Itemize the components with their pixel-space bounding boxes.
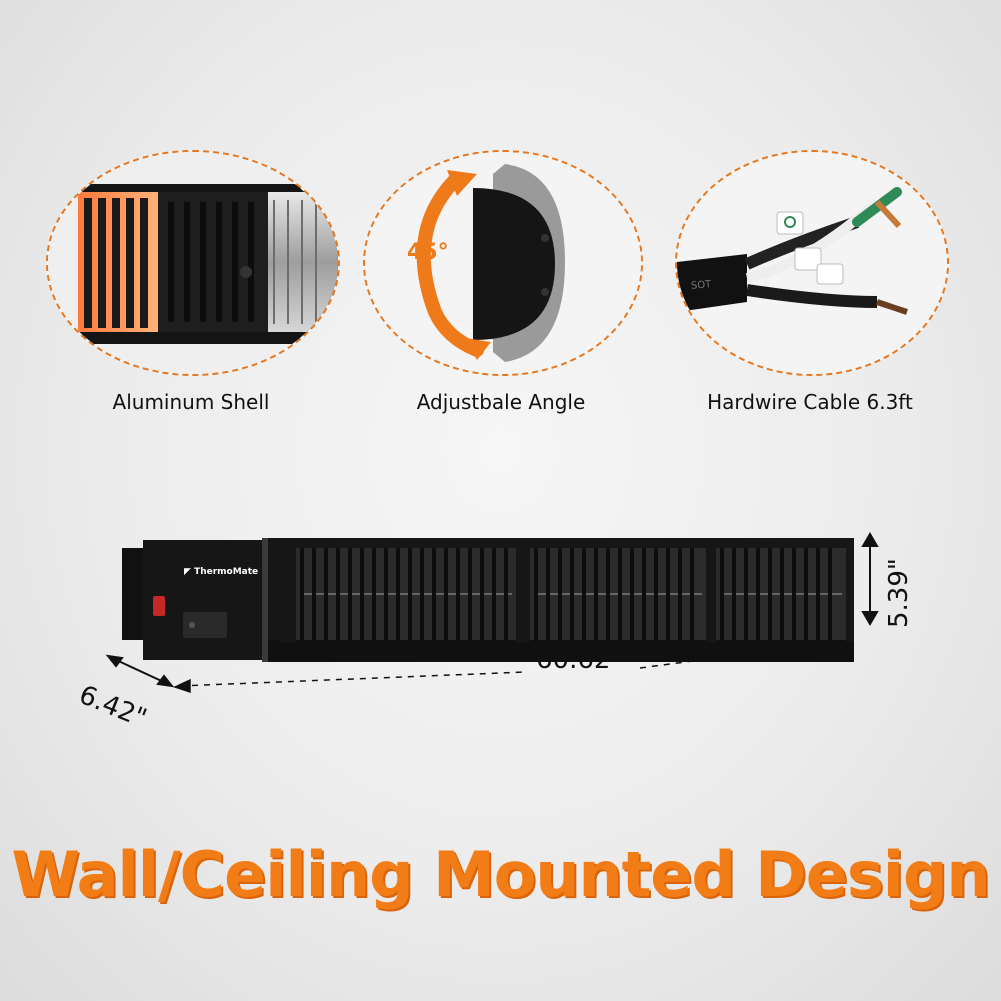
power-switch-icon — [153, 596, 165, 616]
depth-dimension-arrow — [105, 654, 175, 688]
heater-grille-closeup-icon — [48, 152, 338, 374]
feature-label-hardwire-cable: Hardwire Cable 6.3ft — [707, 390, 913, 414]
brand-logo-icon: ◤ — [184, 567, 191, 577]
hardwire-cable-circle: SOT — [675, 150, 949, 376]
adjustable-angle-circle: 45° — [363, 150, 643, 376]
brand-logo: ◤ ThermoMate — [184, 567, 259, 577]
height-dimension-label: 5.39" — [884, 558, 914, 628]
height-dimension-arrow — [861, 532, 879, 626]
length-dimension-label: 60.62" — [536, 645, 623, 675]
aluminum-shell-circle — [46, 150, 340, 376]
cable-wires-icon — [677, 152, 947, 374]
cable-print-text: SOT — [690, 279, 712, 292]
feature-label-adjustable-angle: Adjustbale Angle — [416, 390, 586, 414]
angle-bracket-icon — [365, 152, 641, 374]
control-panel-icon — [183, 612, 227, 638]
heater-product-illustration — [105, 532, 879, 694]
feature-label-aluminum-shell: Aluminum Shell — [112, 390, 270, 414]
angle-value: 45° — [407, 240, 449, 265]
headline-title: Wall/Ceiling Mounted Design — [11, 838, 991, 911]
